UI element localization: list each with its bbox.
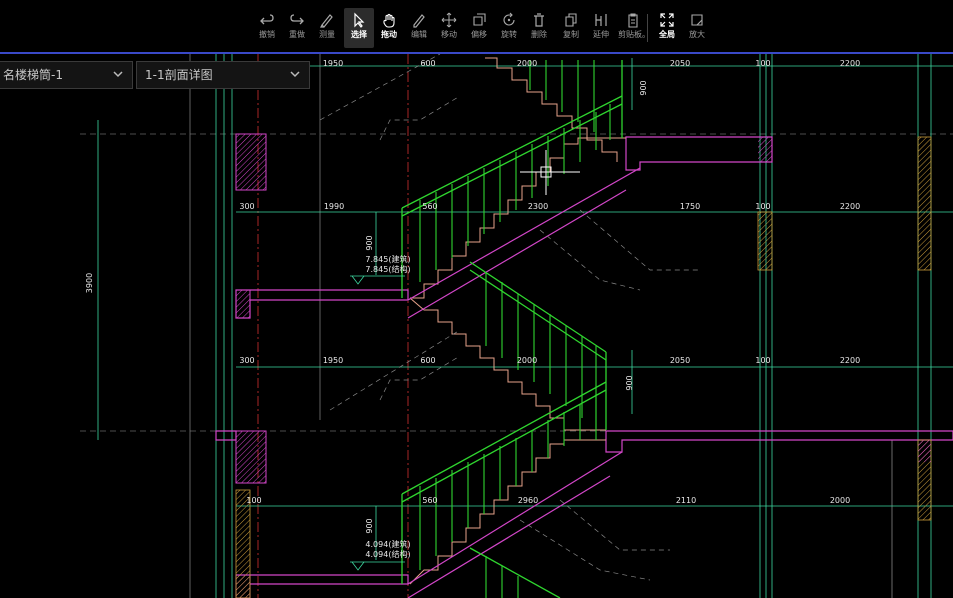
- toolbar-button-label: 拖动: [381, 30, 397, 39]
- toolbar-button-label: 剪贴板。: [618, 30, 650, 39]
- toolbar-button-8[interactable]: 旋转: [494, 8, 524, 48]
- dimension-label: 100: [755, 202, 770, 211]
- clipboard-icon: [618, 8, 648, 30]
- dimension-label: 2200: [840, 59, 860, 68]
- dimension-label: 2050: [670, 59, 690, 68]
- dimension-label: 2200: [840, 202, 860, 211]
- toolbar: 撤销 重做 测量 选择 拖动 编辑 移动 偏移 旋转 删除 复制 延伸剪贴板。全局 放大: [0, 0, 953, 52]
- toolbar-button-label: 删除: [531, 30, 547, 39]
- toolbar-button-2[interactable]: 测量: [312, 8, 342, 48]
- toolbar-separator: [647, 14, 648, 42]
- level-label: 7.845(建筑): [365, 254, 410, 264]
- cad-geometry: [80, 54, 953, 598]
- dimension-label: 1750: [680, 202, 700, 211]
- toolbar-button-14[interactable]: 放大: [682, 8, 712, 48]
- redo-icon: [282, 8, 312, 30]
- zoom-icon: [682, 8, 712, 30]
- dimension-label: 2050: [670, 356, 690, 365]
- section-select[interactable]: 1-1剖面详图: [136, 61, 310, 89]
- delete-icon: [524, 8, 554, 30]
- rotate-icon: [494, 8, 524, 30]
- edit-pencil-icon: [404, 8, 434, 30]
- toolbar-button-label: 偏移: [471, 30, 487, 39]
- toolbar-button-1[interactable]: 重做: [282, 8, 312, 48]
- railing-height-label: 900: [365, 235, 374, 250]
- dimension-label: 600: [420, 59, 435, 68]
- toolbar-button-label: 复制: [563, 30, 579, 39]
- toolbar-button-0[interactable]: 撤销: [252, 8, 282, 48]
- stairwell-select-value: 名楼梯筒-1: [3, 68, 63, 82]
- dimension-label: 560: [422, 202, 437, 211]
- dimension-label: 2300: [528, 202, 548, 211]
- select-cursor-icon: [344, 8, 374, 30]
- extend-icon: [586, 8, 616, 30]
- offset-icon: [464, 8, 494, 30]
- chevron-down-icon: [113, 71, 123, 78]
- level-label: 7.845(结构): [365, 264, 410, 274]
- fullscreen-icon: [652, 8, 682, 30]
- toolbar-button-10[interactable]: 复制: [556, 8, 586, 48]
- dimension-label: 2200: [840, 356, 860, 365]
- toolbar-button-label: 编辑: [411, 30, 427, 39]
- toolbar-button-6[interactable]: 移动: [434, 8, 464, 48]
- dimension-label: 1990: [324, 202, 344, 211]
- toolbar-button-4[interactable]: 拖动: [374, 8, 404, 48]
- dimension-label: 2000: [830, 496, 850, 505]
- railing-height-label: 900: [365, 518, 374, 533]
- measure-icon: [312, 8, 342, 30]
- toolbar-button-9[interactable]: 删除: [524, 8, 554, 48]
- dimension-label: 1950: [323, 356, 343, 365]
- cad-drawing-canvas[interactable]: 1950 600 2000 2050 100 2200 300 1990 560 2300 1750…: [0, 54, 953, 598]
- toolbar-button-label: 延伸: [593, 30, 609, 39]
- toolbar-button-label: 旋转: [501, 30, 517, 39]
- toolbar-button-11[interactable]: 延伸: [586, 8, 616, 48]
- dimension-label: 2110: [676, 496, 696, 505]
- toolbar-button-3[interactable]: 选择: [344, 8, 374, 48]
- dimension-label: 100: [246, 496, 261, 505]
- dimension-label: 2960: [518, 496, 538, 505]
- toolbar-button-label: 撤销: [259, 30, 275, 39]
- toolbar-button-label: 重做: [289, 30, 305, 39]
- stairwell-select[interactable]: 名楼梯筒-1: [0, 61, 133, 89]
- dimension-labels: 1950 600 2000 2050 100 2200 300 1990 560 2300 1750…: [85, 59, 860, 559]
- section-select-value: 1-1剖面详图: [145, 68, 213, 82]
- toolbar-button-label: 移动: [441, 30, 457, 39]
- dimension-label: 2000: [517, 59, 537, 68]
- toolbar-button-label: 选择: [351, 30, 367, 39]
- toolbar-button-label: 测量: [319, 30, 335, 39]
- dimension-label: 600: [420, 356, 435, 365]
- toolbar-button-7[interactable]: 偏移: [464, 8, 494, 48]
- dimension-label: 300: [239, 202, 254, 211]
- level-label: 4.094(结构): [365, 549, 410, 559]
- toolbar-button-12[interactable]: 剪贴板。: [618, 8, 650, 48]
- dimension-label: 100: [755, 356, 770, 365]
- dimension-label: 2000: [517, 356, 537, 365]
- dimension-label: 560: [422, 496, 437, 505]
- toolbar-button-5[interactable]: 编辑: [404, 8, 434, 48]
- toolbar-button-label: 放大: [689, 30, 705, 39]
- toolbar-divider: [0, 52, 953, 54]
- level-label: 4.094(建筑): [365, 539, 410, 549]
- dimension-label: 300: [239, 356, 254, 365]
- copy-icon: [556, 8, 586, 30]
- dimension-label: 1950: [323, 59, 343, 68]
- railing-height-label: 900: [625, 375, 634, 390]
- height-dimension-label: 3900: [85, 273, 94, 293]
- undo-icon: [252, 8, 282, 30]
- toolbar-button-13[interactable]: 全局: [652, 8, 682, 48]
- move-icon: [434, 8, 464, 30]
- chevron-down-icon: [290, 71, 300, 78]
- toolbar-button-label: 全局: [659, 30, 675, 39]
- hand-drag-icon: [374, 8, 404, 30]
- railing-height-label: 900: [639, 80, 648, 95]
- dimension-label: 100: [755, 59, 770, 68]
